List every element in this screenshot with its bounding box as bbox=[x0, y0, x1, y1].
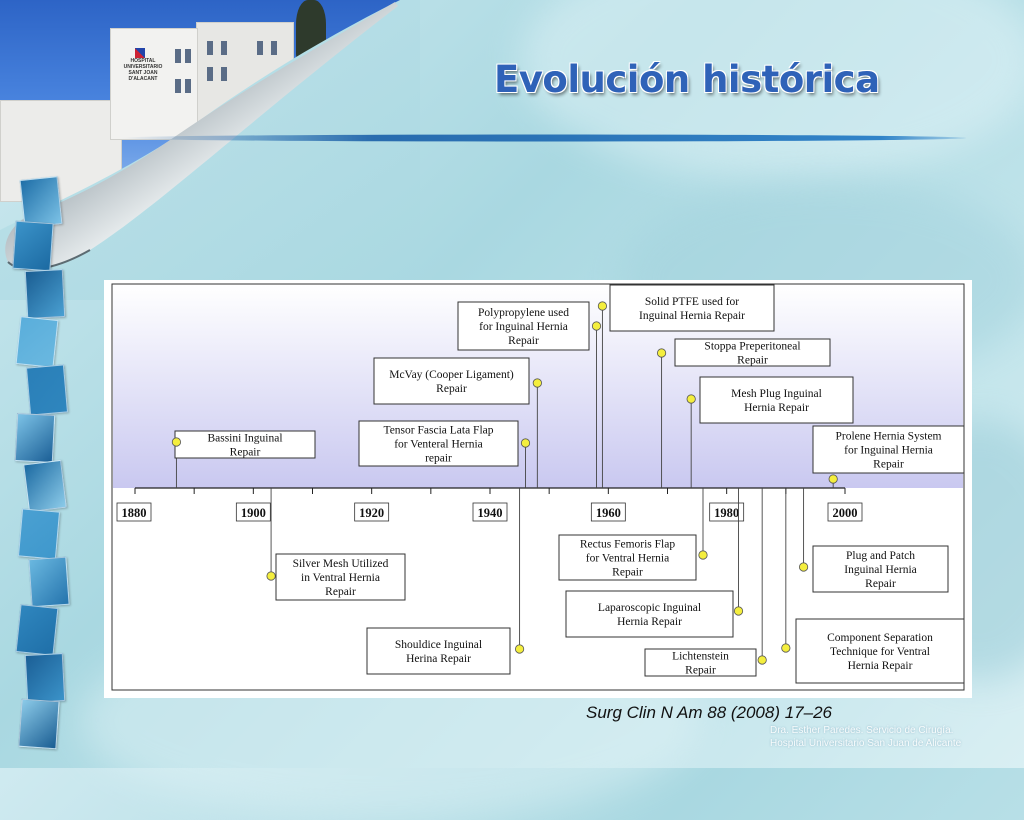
event-box bbox=[674, 338, 831, 367]
event-marker bbox=[698, 550, 708, 560]
event-marker bbox=[591, 321, 602, 331]
event-box bbox=[609, 284, 775, 332]
axis-label: 2000 bbox=[833, 506, 858, 520]
event-marker bbox=[798, 562, 809, 572]
axis-label: 1960 bbox=[596, 506, 621, 520]
decorative-tile bbox=[18, 698, 60, 750]
axis-label: 1980 bbox=[714, 506, 739, 520]
event-marker bbox=[171, 437, 182, 447]
event-box bbox=[812, 545, 949, 593]
footer-credit: Dra. Esther Paredes. Servicio de Cirugía… bbox=[770, 724, 961, 750]
decorative-tile bbox=[15, 316, 59, 368]
axis-label: 1900 bbox=[241, 506, 266, 520]
decorative-tile bbox=[24, 653, 66, 703]
page-curl bbox=[0, 0, 420, 300]
citation: Surg Clin N Am 88 (2008) 17–26 bbox=[586, 703, 833, 722]
axis-label-box bbox=[116, 502, 152, 522]
decorative-tile bbox=[14, 413, 56, 463]
credit-line-1: Dra. Esther Paredes. Servicio de Cirugía… bbox=[770, 725, 954, 736]
event-box bbox=[565, 590, 734, 638]
event-marker bbox=[266, 571, 276, 581]
event-box bbox=[275, 553, 406, 601]
event-box bbox=[795, 618, 965, 684]
event-box bbox=[644, 648, 757, 677]
axis-label-box bbox=[235, 502, 271, 522]
decorative-tile bbox=[24, 269, 66, 319]
event-marker bbox=[520, 438, 531, 448]
decorative-tile bbox=[12, 220, 54, 272]
event-marker bbox=[686, 394, 696, 404]
event-marker bbox=[781, 643, 791, 653]
decorative-tile bbox=[28, 556, 70, 608]
event-box bbox=[174, 430, 316, 459]
axis-label: 1880 bbox=[122, 506, 147, 520]
event-box bbox=[558, 534, 697, 581]
event-label: McVay (Cooper Ligament)Repair bbox=[389, 369, 514, 395]
event-marker bbox=[514, 644, 525, 654]
event-box bbox=[358, 420, 519, 467]
decorative-tile bbox=[15, 604, 59, 656]
axis-label-box bbox=[354, 502, 390, 522]
slide-title: Evolución histórica bbox=[494, 58, 880, 101]
decorative-tile bbox=[17, 508, 61, 560]
hernia-repair-timeline: 1880 1900 1920 1940 1960 1980 2000 Bassini Ingu… bbox=[104, 280, 972, 698]
event-marker bbox=[757, 655, 767, 665]
decorative-tile bbox=[23, 459, 67, 513]
axis-label: 1940 bbox=[478, 506, 503, 520]
event-box bbox=[812, 425, 965, 474]
event-marker bbox=[532, 378, 542, 388]
decorative-tile bbox=[19, 176, 63, 228]
axis-label: 1920 bbox=[359, 506, 384, 520]
event-marker bbox=[656, 348, 667, 358]
hospital-logo bbox=[135, 48, 145, 58]
event-marker bbox=[828, 474, 838, 484]
credit-line-2: Hospital Universitario San Juan de Alica… bbox=[770, 738, 962, 749]
building bbox=[110, 28, 198, 140]
axis-label-box bbox=[827, 502, 863, 522]
timeline-svg: 1880 1900 1920 1940 1960 1980 2000 Bassini Ingu… bbox=[111, 283, 965, 691]
axis-label-box bbox=[472, 502, 508, 522]
event-box bbox=[699, 376, 854, 424]
title-underline-streak bbox=[120, 134, 966, 142]
event-marker bbox=[597, 301, 608, 311]
decorative-tile bbox=[25, 364, 69, 416]
event-marker bbox=[733, 606, 744, 616]
event-box bbox=[373, 357, 530, 405]
axis-label-box bbox=[590, 502, 626, 522]
event-box bbox=[366, 627, 511, 675]
hospital-sign: HOSPITAL UNIVERSITARIO SANT JOAN D'ALACA… bbox=[123, 58, 163, 82]
axis-label-box bbox=[709, 502, 745, 522]
event-box bbox=[457, 301, 590, 351]
figure-frame bbox=[111, 283, 965, 691]
